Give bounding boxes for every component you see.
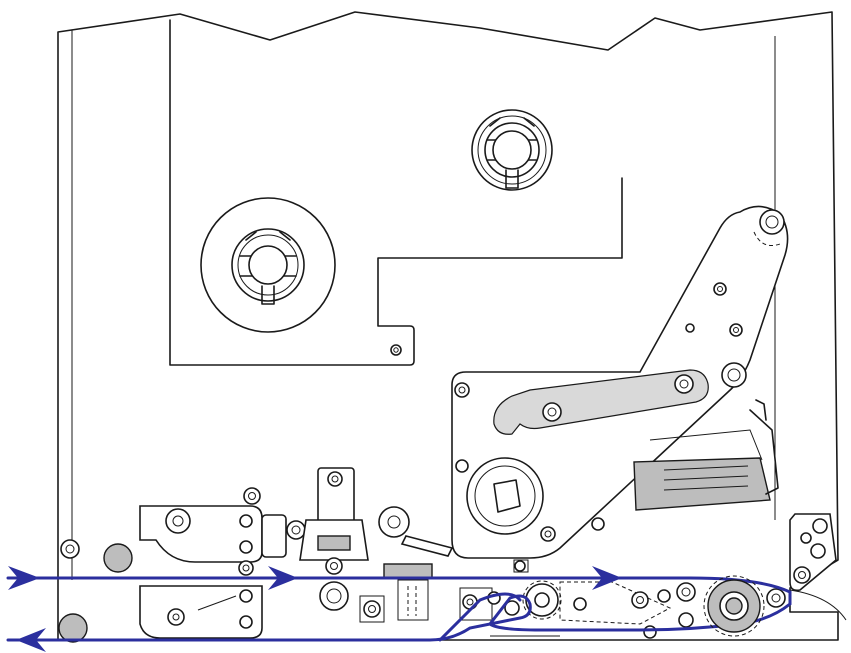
media-arrow-in xyxy=(8,566,40,590)
plate-screw xyxy=(390,344,402,356)
ribbon-takeup-spindle xyxy=(471,109,553,191)
ribbon-supply-spindle xyxy=(200,197,336,333)
media-arrow-mid-right xyxy=(592,566,622,590)
media-arrow-out xyxy=(16,628,46,652)
media-arrow-mid-left xyxy=(268,566,298,590)
printhead-assembly xyxy=(451,205,789,559)
media-path xyxy=(6,566,792,652)
ribbon-plate xyxy=(169,19,623,366)
plate-screw-center xyxy=(393,347,399,353)
frame-outline xyxy=(57,11,839,641)
platen-roller xyxy=(703,575,765,637)
